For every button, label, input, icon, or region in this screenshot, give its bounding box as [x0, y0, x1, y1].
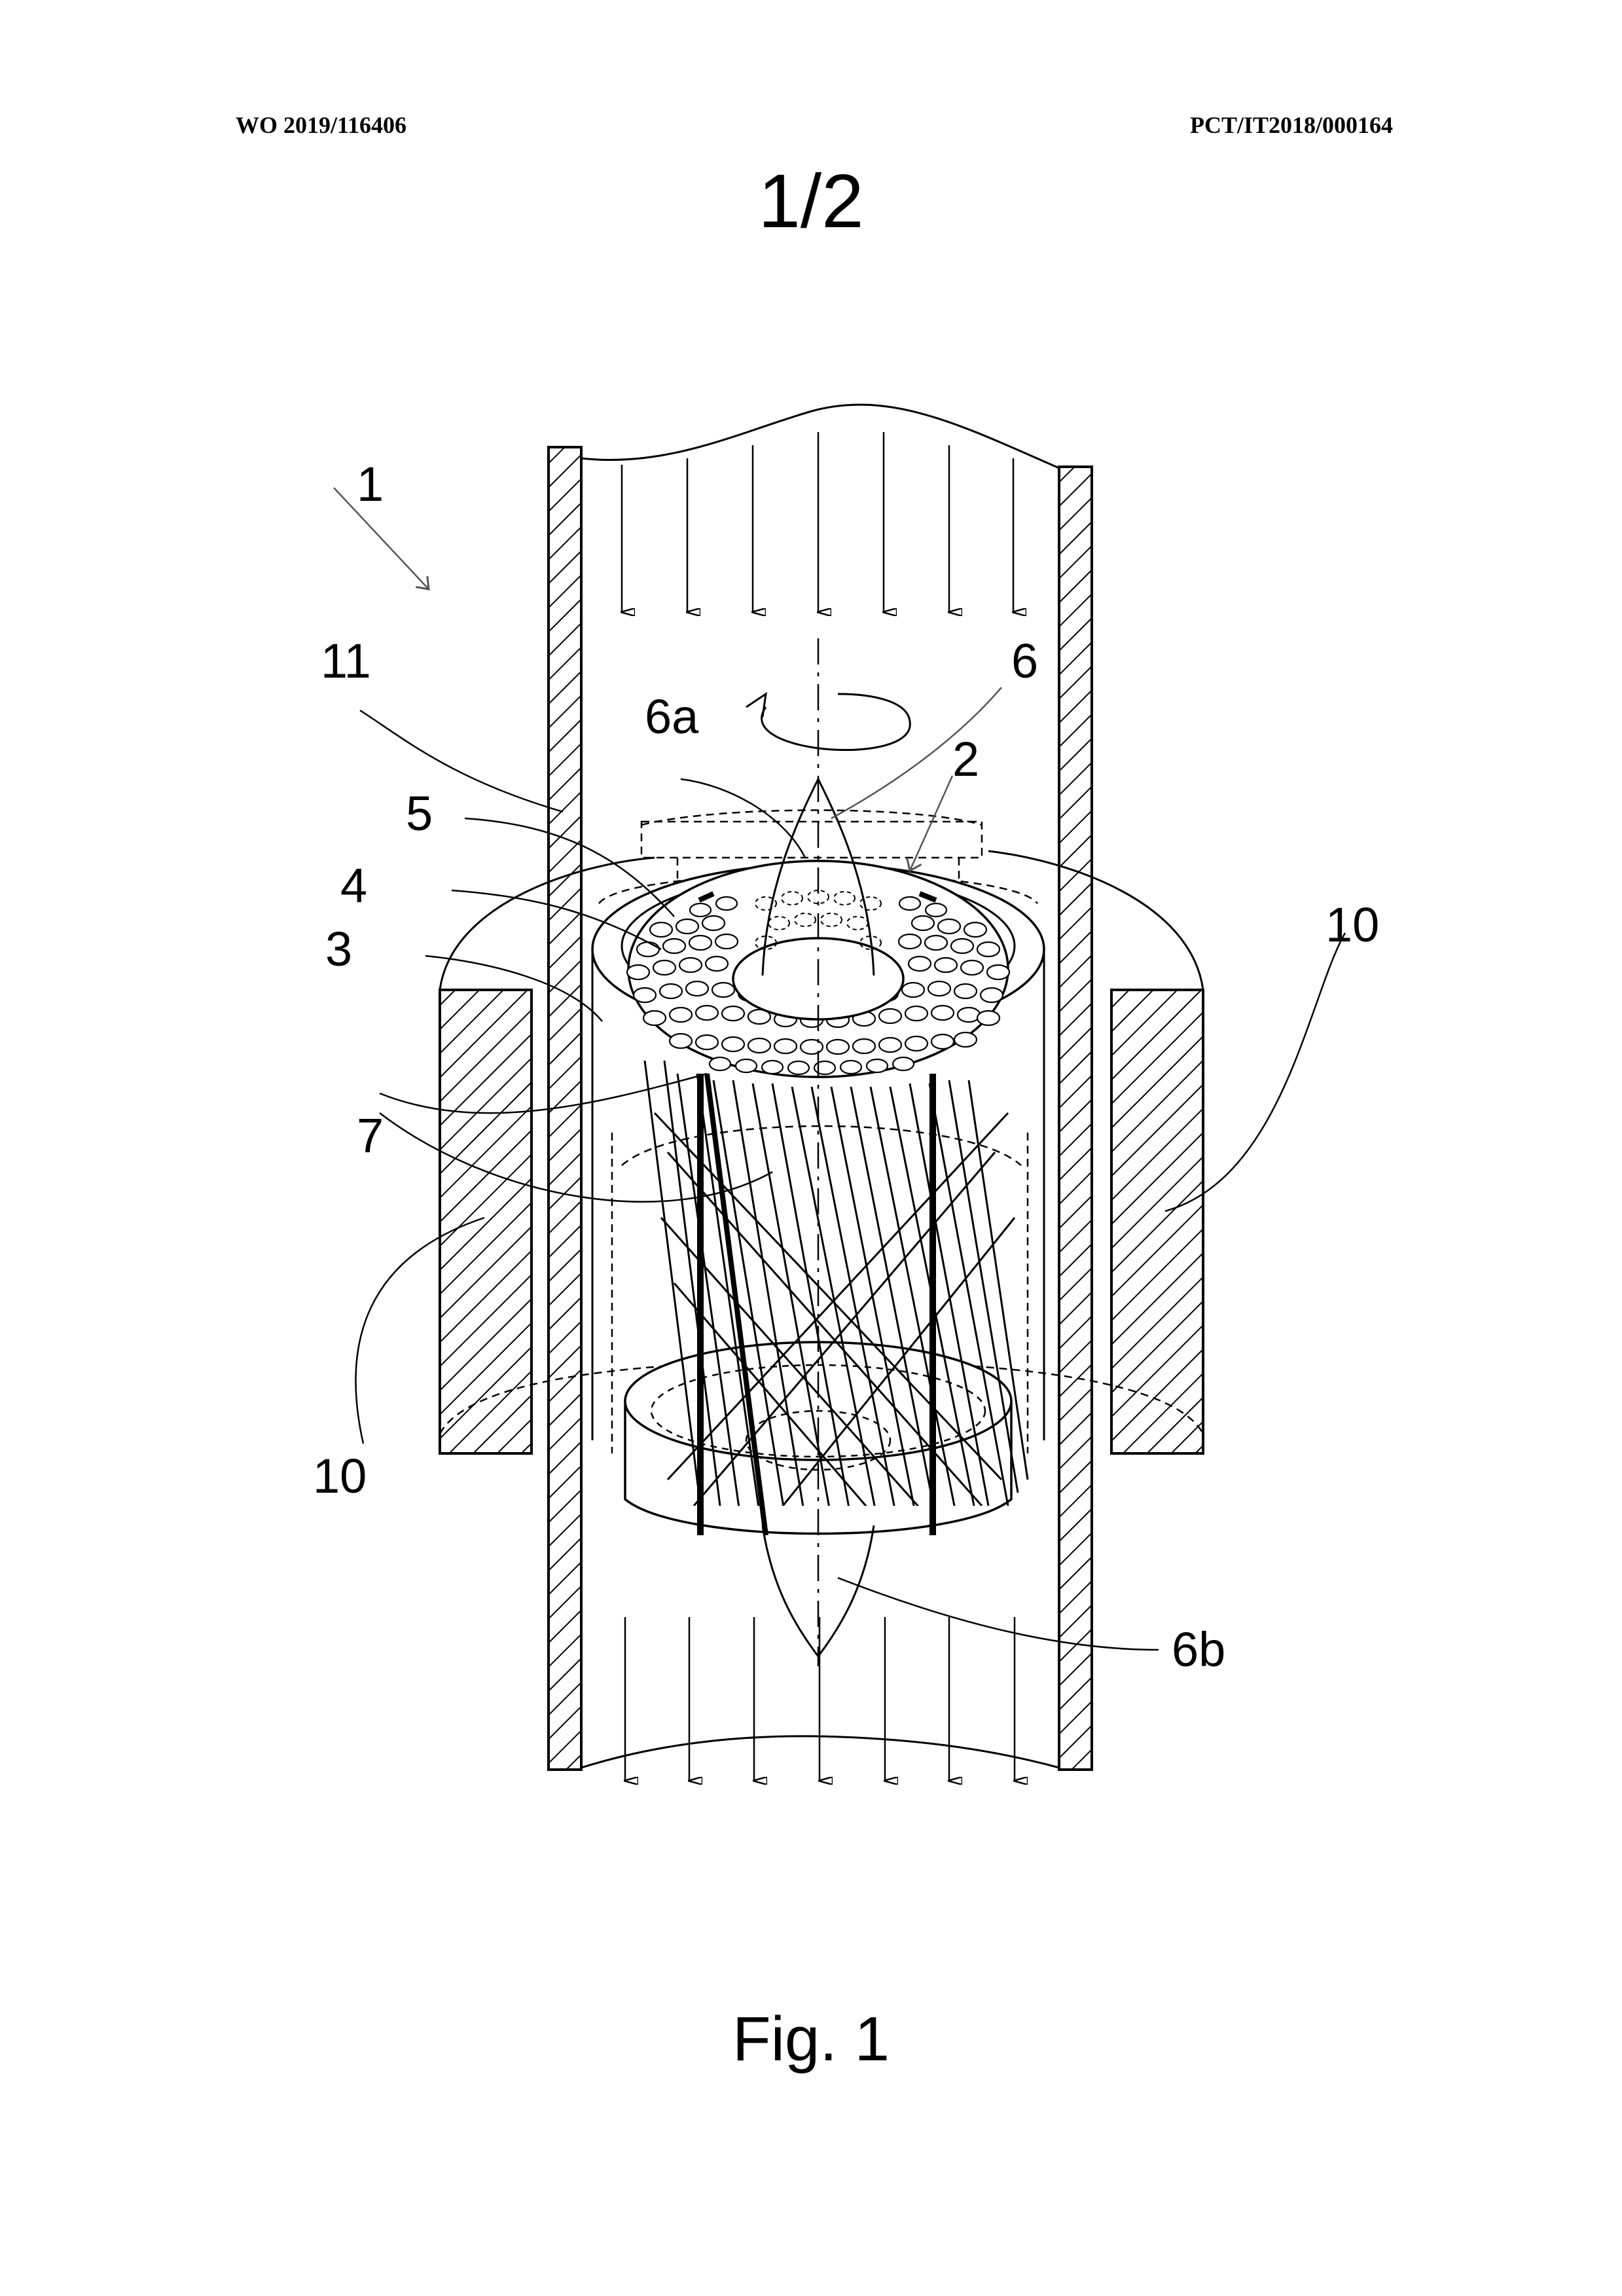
figure-caption: Fig. 1	[732, 2004, 890, 2074]
rod-bundle	[643, 1060, 1029, 1506]
label-5: 5	[406, 786, 433, 841]
hole-row-2	[649, 915, 988, 938]
label-2: 2	[952, 732, 979, 786]
label-4: 4	[340, 858, 367, 913]
label-7: 7	[357, 1108, 384, 1163]
hole-row-8	[708, 1056, 915, 1076]
label-11: 11	[321, 634, 371, 688]
coil-ring-upper-back	[439, 850, 1204, 991]
flow-arrows-bottom	[625, 1617, 1015, 1781]
hole-row-4	[626, 955, 1011, 981]
flow-arrows-top	[622, 432, 1013, 612]
label-6b: 6b	[1172, 1622, 1225, 1677]
label-6a: 6a	[645, 689, 699, 744]
pipe-wall-right	[1058, 465, 1093, 1771]
hole-row-7	[668, 1031, 978, 1055]
leader-lines	[333, 487, 1346, 1651]
coils	[439, 850, 1204, 1455]
rotation-arrow	[746, 691, 911, 751]
label-10-right: 10	[1325, 898, 1379, 952]
label-10-left: 10	[313, 1449, 367, 1503]
pipe-bottom-break	[581, 1735, 1060, 1769]
sheet-number: 1/2	[758, 158, 864, 244]
coil-block-right	[1110, 989, 1204, 1455]
pipe-top-break	[581, 403, 1060, 469]
reference-labels: 1 11 6 6a 2 5 4 3 10 7 10 6b	[313, 457, 1379, 1677]
application-number: PCT/IT2018/000164	[1189, 112, 1393, 138]
publication-number: WO 2019/116406	[236, 112, 407, 138]
label-3: 3	[325, 922, 352, 976]
pipe-wall-left	[547, 446, 583, 1771]
pipe	[547, 403, 1093, 1771]
coil-block-left	[439, 989, 533, 1455]
label-1: 1	[357, 457, 384, 511]
rod-dark-diagonal	[704, 1073, 768, 1536]
hole-row-1	[689, 896, 948, 918]
label-6: 6	[1011, 634, 1038, 688]
